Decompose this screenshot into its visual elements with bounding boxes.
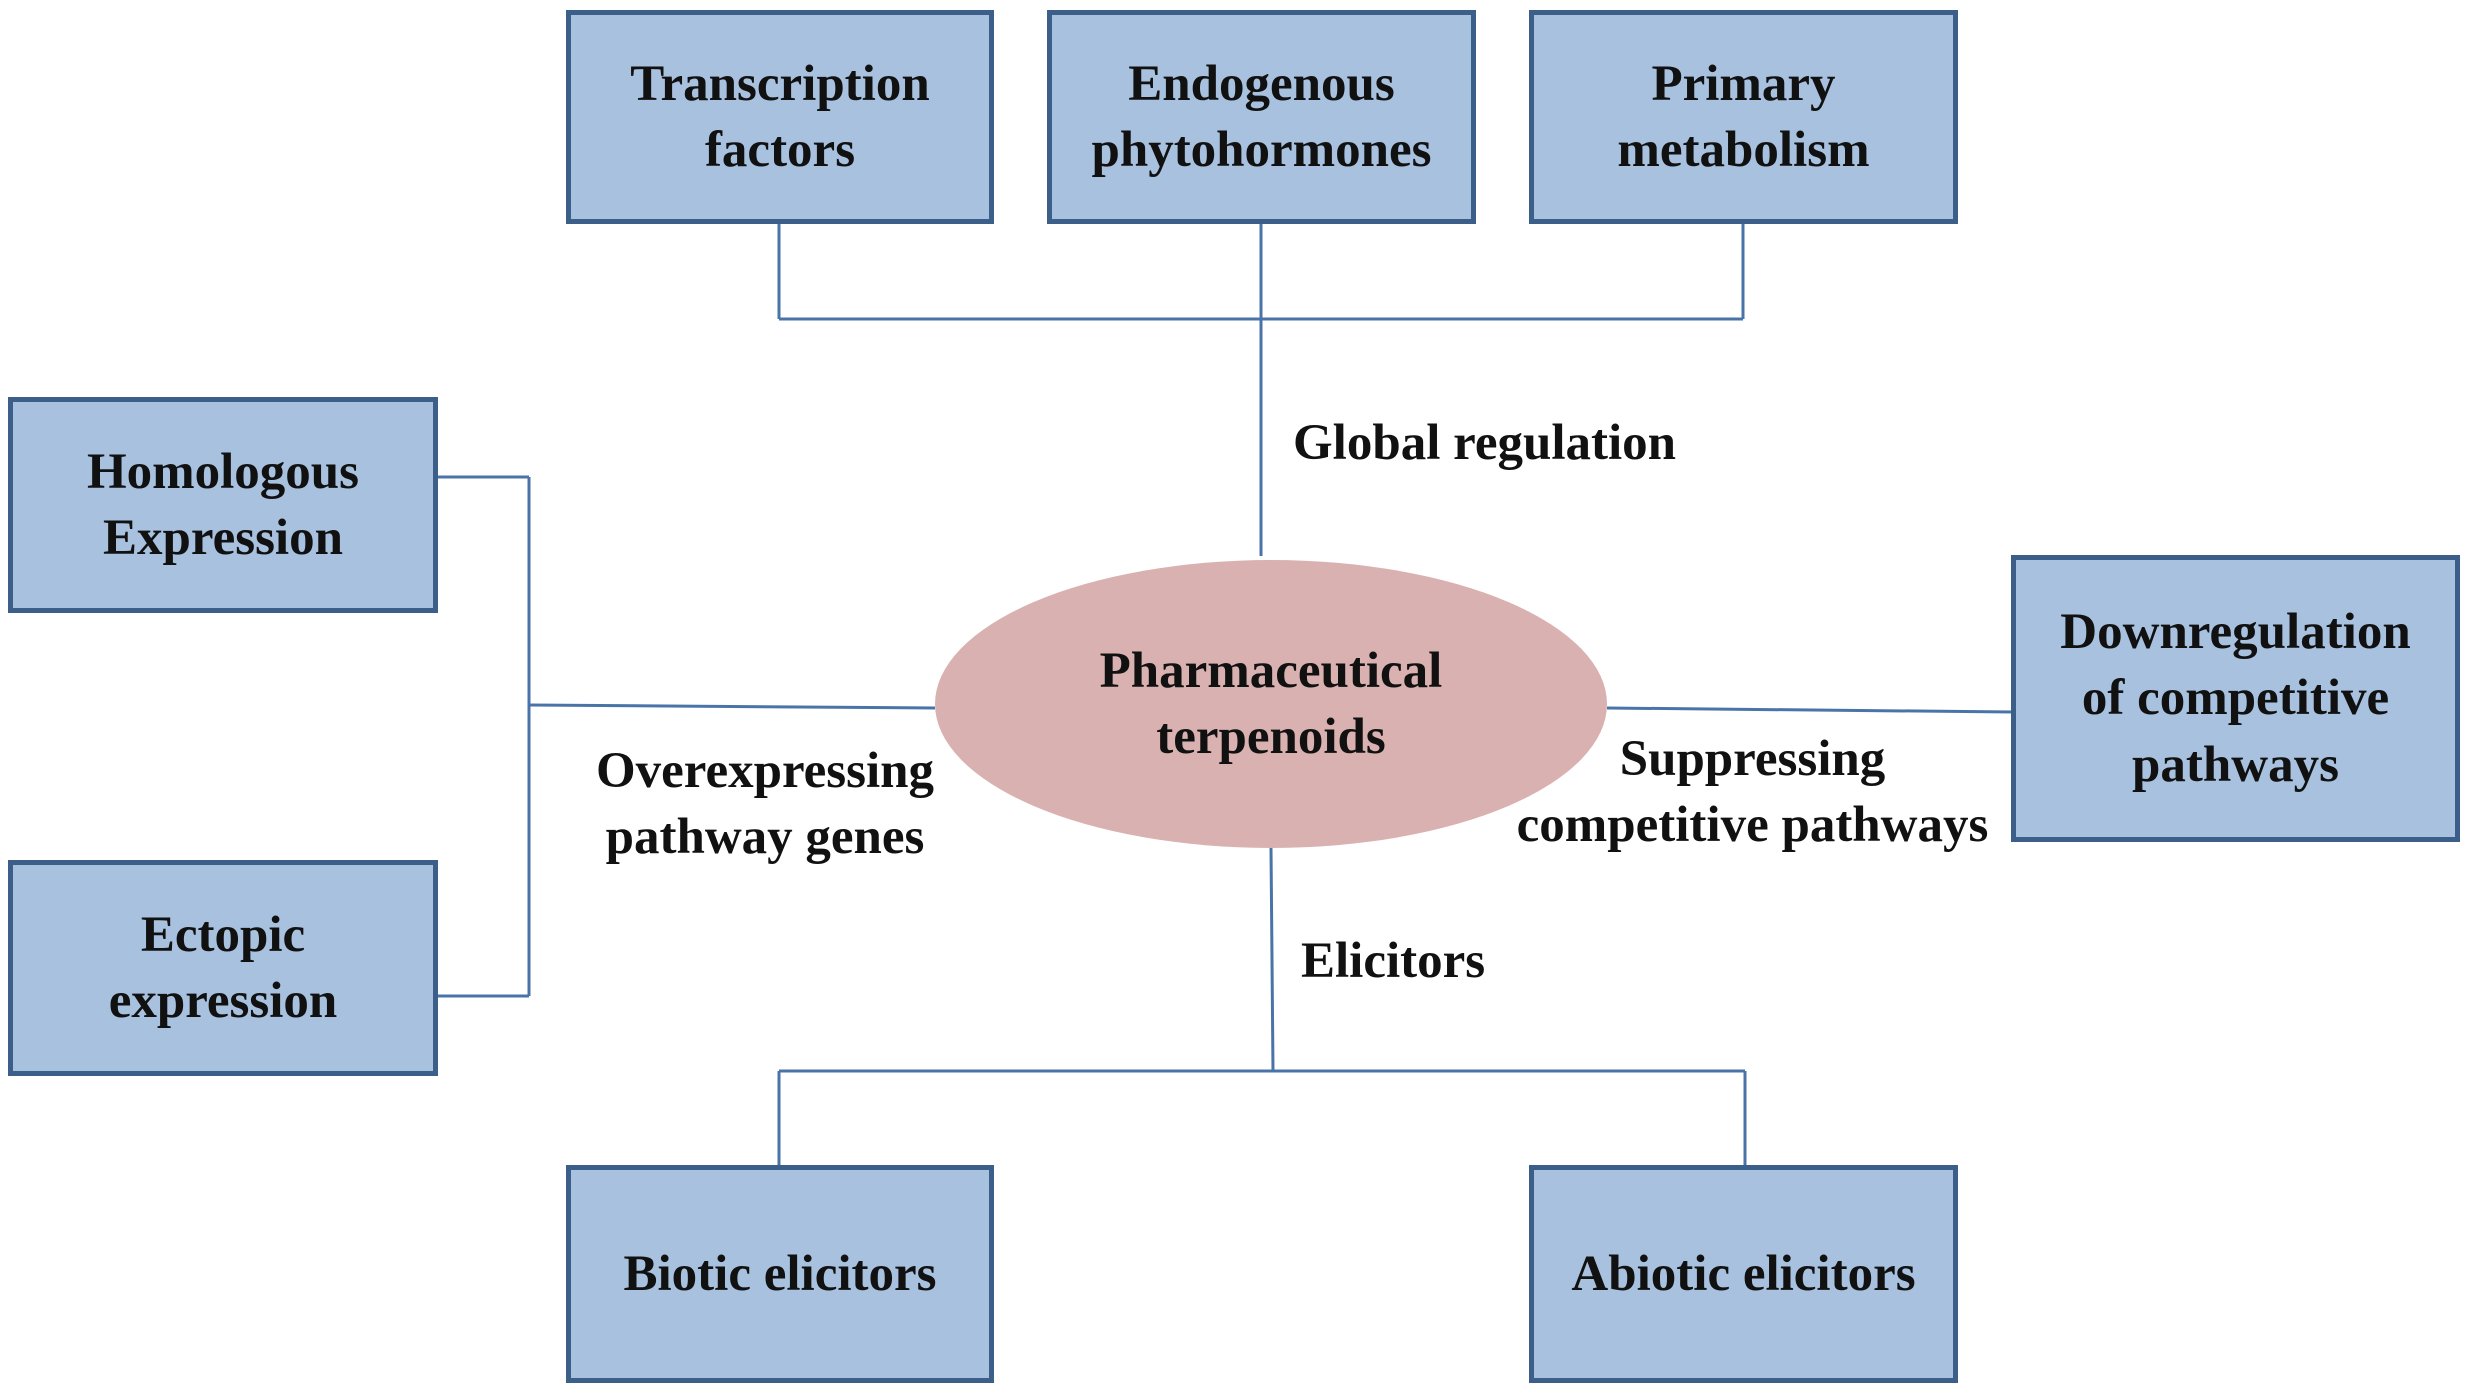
center-label: Pharmaceutical terpenoids: [1099, 642, 1443, 765]
box-ectopic-expression: Ectopic expression: [8, 860, 438, 1076]
connector-left-center: [528, 703, 936, 710]
box-endogenous-phytohormones: Endogenous phytohormones: [1047, 10, 1476, 224]
connector-right: [1606, 706, 2014, 714]
box-biotic-elicitors: Biotic elicitors: [566, 1165, 994, 1383]
box-transcription-factors-label: Transcription factors: [630, 55, 930, 178]
label-suppressing: Suppressing competitive pathways: [1516, 731, 1989, 854]
box-primary-metabolism: Primary metabolism: [1529, 10, 1958, 224]
label-overexpressing: Overexpressing pathway genes: [595, 743, 935, 866]
box-ectopic-expression-label: Ectopic expression: [108, 906, 338, 1029]
box-homologous-expression: Homologous Expression: [8, 397, 438, 613]
label-elicitors: Elicitors: [1301, 933, 1486, 989]
box-endogenous-phytohormones-label: Endogenous phytohormones: [1091, 55, 1432, 178]
box-abiotic-elicitors-label: Abiotic elicitors: [1571, 1245, 1916, 1302]
box-homologous-expression-label: Homologous Expression: [86, 443, 360, 566]
box-transcription-factors: Transcription factors: [566, 10, 994, 224]
box-biotic-elicitors-label: Biotic elicitors: [623, 1245, 937, 1302]
center-ellipse: Pharmaceutical terpenoids: [935, 560, 1607, 848]
box-downregulation: Downregulation of competitive pathways: [2011, 555, 2460, 842]
label-global-regulation: Global regulation: [1293, 415, 1677, 471]
box-downregulation-label: Downregulation of competitive pathways: [2060, 604, 2411, 793]
box-primary-metabolism-label: Primary metabolism: [1617, 55, 1870, 178]
connector-bottom-center: [1269, 847, 1275, 1072]
box-abiotic-elicitors: Abiotic elicitors: [1529, 1165, 1958, 1383]
